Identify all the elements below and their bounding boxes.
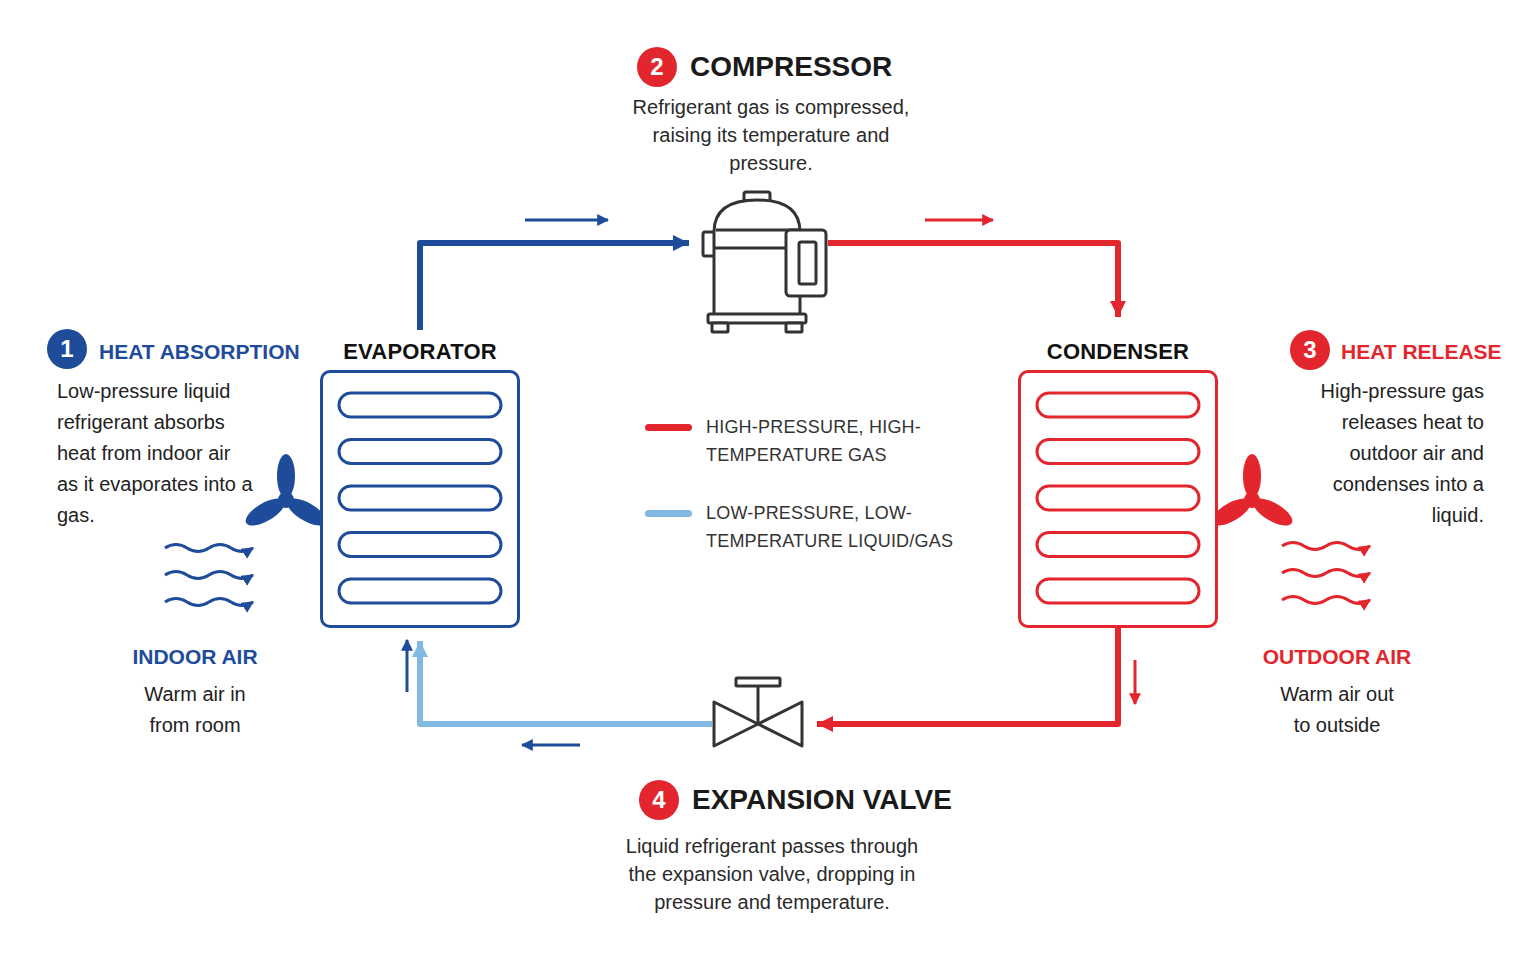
coil-tube — [1037, 393, 1199, 417]
air-note: Warm air out to outside — [1272, 679, 1402, 741]
legend-swatch — [645, 424, 692, 431]
component-name: EVAPORATOR — [320, 330, 520, 370]
coil-tube — [339, 533, 501, 557]
air-heading: OUTDOOR AIR — [1257, 643, 1417, 671]
evaporator-coil: EVAPORATOR — [320, 330, 520, 628]
coil-tubes — [1021, 373, 1215, 625]
coil-tube — [1037, 440, 1199, 464]
legend-text: HIGH-PRESSURE, HIGH-TEMPERATURE GAS — [706, 413, 1036, 469]
compressor-symbol — [702, 190, 828, 336]
airflow-arrows — [1282, 543, 1370, 604]
coil-tube — [339, 486, 501, 510]
component-description: Refrigerant gas is compressed, raising i… — [621, 93, 921, 177]
coil-tube — [1037, 579, 1199, 603]
coil-housing — [1018, 370, 1218, 628]
component-name: CONDENSER — [1018, 330, 1218, 370]
refrigerant-line — [420, 243, 689, 330]
component-name: EXPANSION VALVE — [692, 783, 952, 817]
fan-icon — [242, 454, 331, 531]
coil-tube — [339, 579, 501, 603]
step-heading: HEAT RELEASE — [1341, 338, 1502, 366]
callout-number: 2 — [637, 47, 677, 87]
callout-number: 1 — [47, 329, 87, 369]
step-description: High-pressure gas releases heat to outdo… — [1286, 376, 1484, 531]
condenser-coil: CONDENSER — [1018, 330, 1218, 628]
callout-number: 3 — [1290, 330, 1330, 370]
air-heading: INDOOR AIR — [115, 643, 275, 671]
airflow-arrows — [165, 545, 253, 606]
step-heading: HEAT ABSORPTION — [99, 338, 300, 366]
coil-tube — [339, 440, 501, 464]
refrigerant-line — [817, 628, 1118, 724]
refrigerant-line — [828, 243, 1118, 317]
legend-swatch — [645, 510, 692, 517]
component-name: COMPRESSOR — [690, 50, 892, 84]
step-description: Low-pressure liquid refrigerant absorbs … — [57, 376, 255, 531]
coil-tube — [1037, 486, 1199, 510]
coil-tubes — [323, 373, 517, 625]
compressor-unit: COMPRESSORRefrigerant gas is compressed,… — [702, 190, 828, 336]
callout-number: 4 — [639, 780, 679, 820]
expansion-valve: EXPANSION VALVELiquid refrigerant passes… — [712, 676, 804, 754]
fan-icon — [1208, 454, 1297, 531]
coil-tube — [339, 393, 501, 417]
legend-text: LOW-PRESSURE, LOW-TEMPERATURE LIQUID/GAS — [706, 499, 1036, 555]
air-note: Warm air in from room — [130, 679, 260, 741]
coil-housing — [320, 370, 520, 628]
refrigerant-line — [420, 641, 712, 724]
valve-symbol — [712, 676, 804, 754]
coil-tube — [1037, 533, 1199, 557]
component-description: Liquid refrigerant passes through the ex… — [617, 832, 927, 916]
